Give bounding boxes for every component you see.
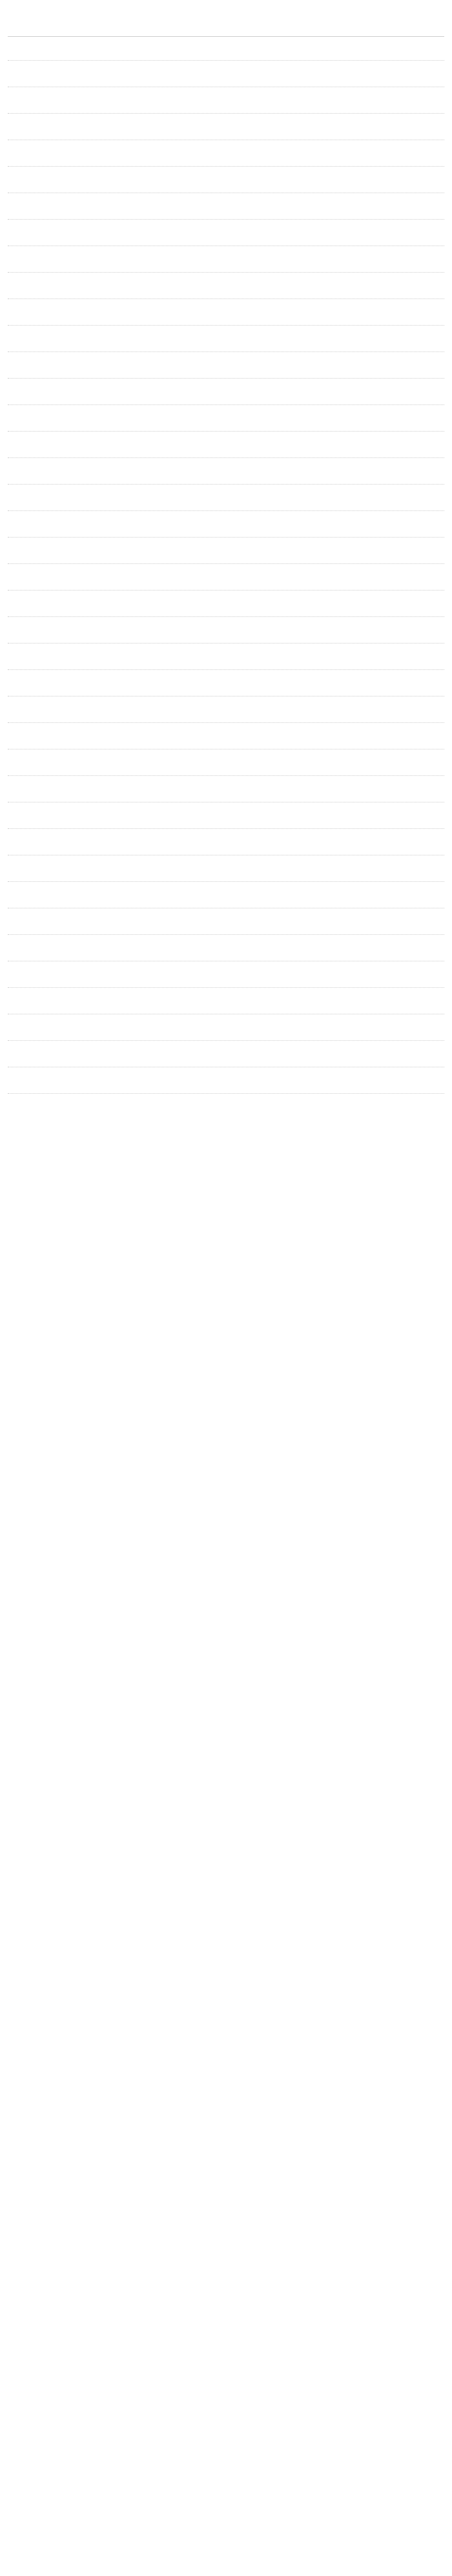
paragraph bbox=[8, 388, 444, 405]
footer-link[interactable] bbox=[8, 1120, 444, 1133]
paragraph bbox=[8, 361, 444, 379]
paragraph bbox=[8, 917, 444, 935]
paragraph bbox=[8, 70, 444, 87]
paragraph bbox=[8, 944, 444, 961]
paragraph bbox=[8, 864, 444, 882]
paragraph bbox=[8, 653, 444, 670]
paragraph bbox=[8, 176, 444, 193]
paragraph bbox=[8, 785, 444, 802]
paragraph bbox=[8, 441, 444, 458]
paragraph bbox=[8, 229, 444, 246]
paragraph bbox=[8, 759, 444, 776]
paragraph bbox=[8, 414, 444, 432]
paragraph bbox=[8, 732, 444, 749]
paragraph bbox=[8, 149, 444, 167]
paragraph bbox=[8, 706, 444, 723]
paragraph bbox=[8, 494, 444, 511]
paragraph bbox=[8, 43, 444, 61]
paragraph bbox=[8, 626, 444, 644]
chapter-content bbox=[8, 43, 444, 1094]
paragraph bbox=[8, 1076, 444, 1094]
paragraph bbox=[8, 1050, 444, 1067]
paragraph bbox=[8, 970, 444, 988]
banner-line[interactable] bbox=[8, 8, 444, 19]
footer-line[interactable] bbox=[8, 1107, 444, 1120]
paragraph bbox=[8, 997, 444, 1014]
paragraph bbox=[8, 255, 444, 273]
site-banner bbox=[8, 5, 444, 37]
paragraph bbox=[8, 547, 444, 564]
paragraph bbox=[8, 467, 444, 485]
site-footer bbox=[8, 1142, 444, 1155]
paragraph bbox=[8, 600, 444, 617]
paragraph bbox=[8, 96, 444, 114]
banner-line[interactable] bbox=[8, 19, 444, 31]
paragraph bbox=[8, 679, 444, 696]
page bbox=[0, 0, 452, 1160]
paragraph bbox=[8, 123, 444, 140]
paragraph bbox=[8, 838, 444, 855]
paragraph bbox=[8, 1023, 444, 1041]
paragraph bbox=[8, 520, 444, 538]
paragraph bbox=[8, 812, 444, 829]
paragraph bbox=[8, 202, 444, 220]
paragraph bbox=[8, 282, 444, 299]
paragraph bbox=[8, 891, 444, 908]
paragraph bbox=[8, 573, 444, 591]
paragraph bbox=[8, 335, 444, 352]
footer bbox=[8, 1107, 444, 1133]
paragraph bbox=[8, 308, 444, 326]
